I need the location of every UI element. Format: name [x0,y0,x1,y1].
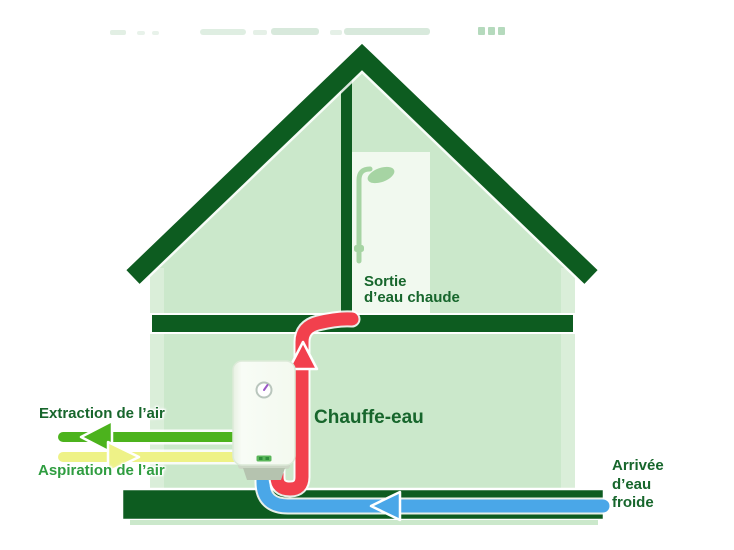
tank-pedestal [243,468,285,480]
hot-water-pipe [268,310,361,498]
shower-icon [354,166,395,264]
partition-wall [341,78,352,318]
top-edge-artifact [110,27,505,35]
right-wall [561,268,575,492]
air-aspiration-label: Aspiration de l’air [38,462,165,479]
water-heater-label: Chauffe-eau [314,407,424,428]
cold-water-arrowhead-icon [369,490,402,522]
hot-water-outlet-label-line1: Sortie [364,273,407,290]
hot-water-outlet-label: Sortie d’eau chaude [364,274,460,306]
water-heater-tank [232,360,296,480]
roof [126,43,598,284]
air-aspiration-pipe [55,440,248,474]
air-extraction-label: Extraction de l’air [39,405,165,422]
tank-led-indicator [256,455,272,462]
cold-water-inlet-label: Arrivée d’eau froide [612,457,664,513]
hot-water-arrowhead-icon [287,340,319,371]
bathroom-area [352,152,430,316]
aspiration-arrowhead-icon [106,440,141,474]
cold-water-inlet-label-line3: froide [612,494,654,511]
extraction-arrowhead-icon [79,419,114,455]
tank-body [232,360,296,466]
hot-water-outlet-label-line2: d’eau chaude [364,289,460,306]
cold-water-inlet-label-line2: d’eau [612,475,652,493]
cold-water-pipe [254,451,612,522]
slab-underline [130,520,598,525]
air-extraction-pipe [55,419,248,455]
floor-band [150,313,575,334]
cold-water-inlet-label-line1: Arrivée [612,457,664,474]
